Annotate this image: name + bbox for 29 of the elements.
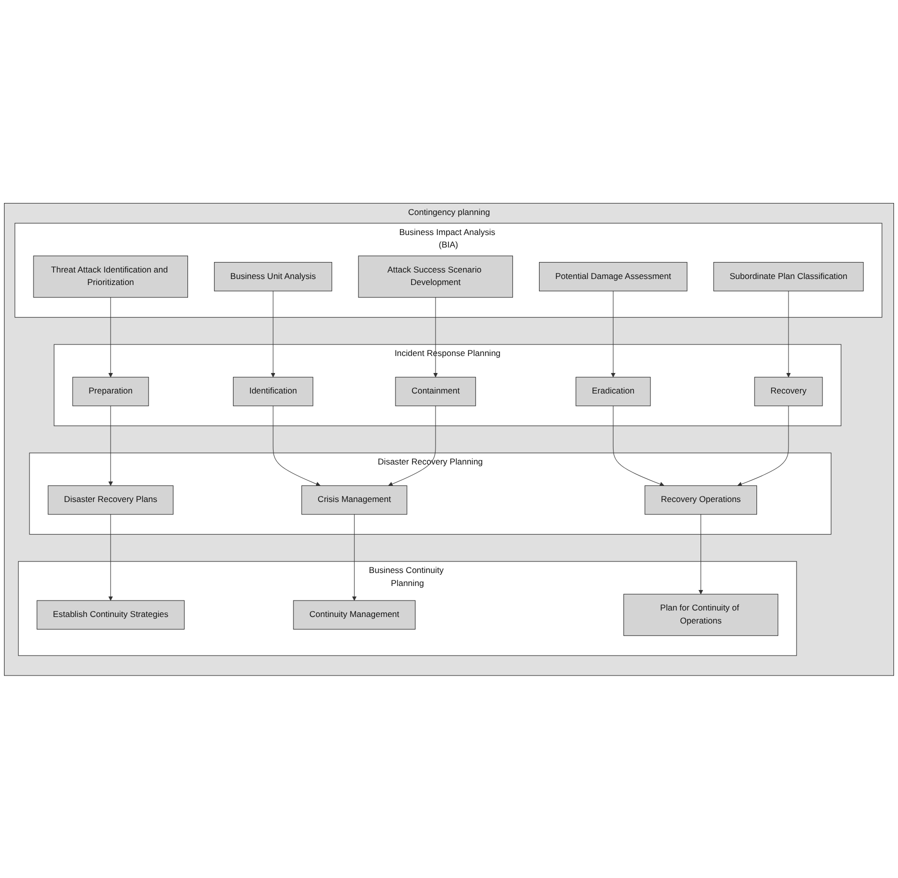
arrow xyxy=(388,405,436,486)
arrow xyxy=(698,514,704,594)
arrow xyxy=(433,296,438,377)
arrow xyxy=(737,405,789,486)
node-box: Business Unit Analysis xyxy=(214,262,332,291)
arrow xyxy=(786,290,791,377)
arrow xyxy=(272,405,321,486)
arrow xyxy=(108,405,113,486)
node-box: Preparation xyxy=(72,376,149,406)
node-box: Subordinate Plan Classification xyxy=(713,262,864,291)
arrow xyxy=(612,405,664,486)
node-box: Plan for Continuity of Operations xyxy=(623,594,778,636)
node-box: Establish Continuity Strategies xyxy=(36,600,185,630)
node-box: Potential Damage Assessment xyxy=(539,262,688,291)
arrow xyxy=(108,296,113,377)
node-box: Continuity Management xyxy=(293,600,416,630)
node-box: Crisis Management xyxy=(301,485,408,514)
arrow xyxy=(108,514,113,600)
node-box: Containment xyxy=(395,376,476,406)
node-box: Attack Success Scenario Development xyxy=(358,255,513,298)
arrow xyxy=(610,290,616,377)
node-box: Threat Attack Identification and Prioritization xyxy=(33,255,188,298)
arrow xyxy=(270,290,276,377)
node-box: Recovery xyxy=(754,376,823,406)
node-box: Eradication xyxy=(576,376,651,406)
node-box: Disaster Recovery Plans xyxy=(48,485,174,514)
arrow xyxy=(352,514,357,600)
node-box: Identification xyxy=(232,376,314,406)
node-box: Recovery Operations xyxy=(644,485,758,514)
